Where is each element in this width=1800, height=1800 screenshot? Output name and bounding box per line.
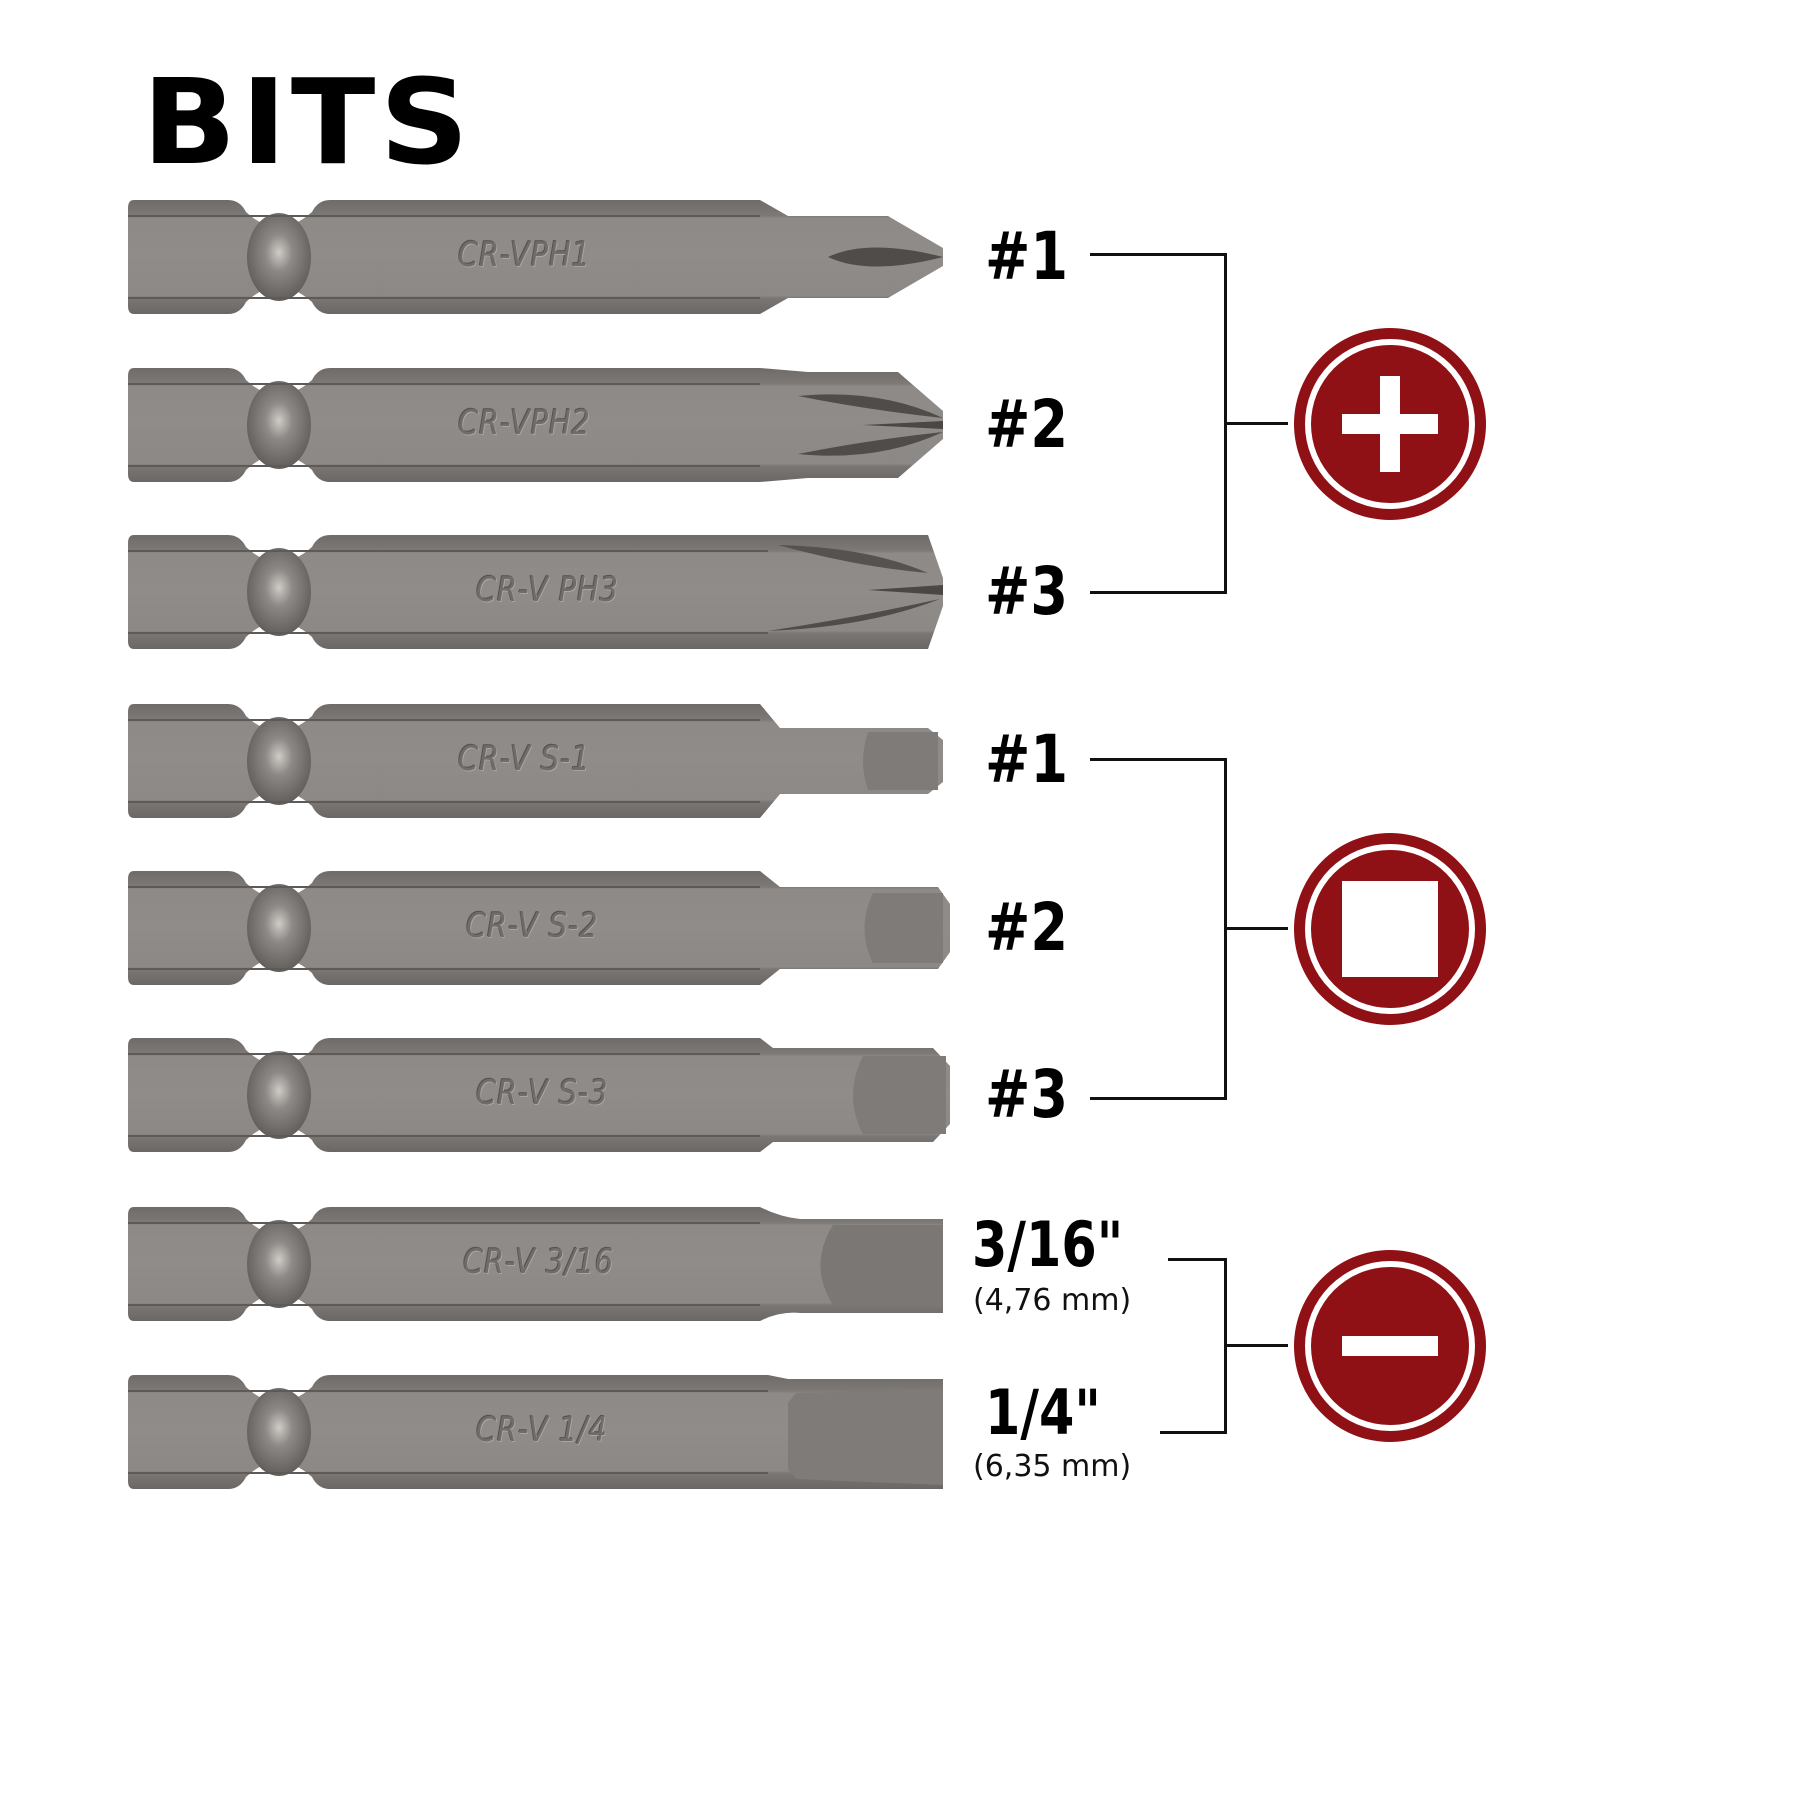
size-label-square-3: #3 (985, 1056, 1069, 1133)
square-bit-illustration (128, 704, 943, 818)
phillips-bit-illustration (128, 200, 943, 314)
bit-engraving: CR-V S-3 (476, 1073, 609, 1113)
bit-engraving: CR-V S-2 (466, 906, 599, 946)
bracket-line (1224, 422, 1288, 425)
slotted-bit-illustration (128, 1375, 943, 1489)
slotted-type-badge (1292, 1248, 1488, 1444)
size-label-square-2: #2 (985, 889, 1069, 966)
phillips-type-badge (1292, 326, 1488, 522)
bit-engraving: CR-V 1/4 (476, 1410, 608, 1450)
size-label-phillips-3: #3 (985, 553, 1069, 630)
bit-engraving: CR-VPH2 (458, 403, 591, 443)
bit-square-2: CR-V S-2 (128, 869, 958, 987)
size-label-phillips-1: #1 (985, 218, 1069, 295)
bracket-line (1090, 591, 1227, 594)
bit-square-1: CR-V S-1 (128, 702, 958, 820)
plus-icon (1294, 328, 1486, 520)
square-bit-illustration (128, 1038, 950, 1152)
minus-icon (1294, 1250, 1486, 1442)
phillips-bit-illustration (128, 535, 943, 649)
bit-phillips-2: CR-VPH2 (128, 366, 958, 484)
bit-slotted-1-4: CR-V 1/4 (128, 1373, 958, 1491)
bracket-line (1160, 1431, 1227, 1434)
bit-engraving: CR-V 3/16 (463, 1242, 615, 1282)
bit-engraving: CR-VPH1 (458, 235, 591, 275)
size-label-slotted-3-16: 3/16" (972, 1208, 1124, 1281)
phillips-bit-illustration (128, 368, 943, 482)
page-title: BITS (142, 53, 474, 191)
square-icon (1294, 833, 1486, 1025)
bit-square-3: CR-V S-3 (128, 1036, 958, 1154)
bracket-line (1168, 1258, 1227, 1261)
square-type-badge (1292, 831, 1488, 1027)
bit-phillips-3: CR-V PH3 (128, 533, 958, 651)
square-bit-illustration (128, 871, 950, 985)
metric-label-slotted-1-4: (6,35 mm) (973, 1449, 1132, 1484)
size-label-square-1: #1 (985, 721, 1069, 798)
bracket-line (1090, 758, 1227, 761)
bit-phillips-1: CR-VPH1 (128, 198, 958, 316)
size-label-slotted-1-4: 1/4" (985, 1376, 1101, 1449)
bracket-line (1224, 927, 1288, 930)
bracket-line (1090, 1097, 1227, 1100)
bit-engraving: CR-V S-1 (458, 739, 591, 779)
bracket-line (1090, 253, 1227, 256)
bracket-line (1224, 1344, 1288, 1347)
bit-engraving: CR-V PH3 (476, 570, 619, 610)
slotted-bit-illustration (128, 1207, 943, 1321)
size-label-phillips-2: #2 (985, 386, 1069, 463)
bit-slotted-3-16: CR-V 3/16 (128, 1205, 958, 1323)
metric-label-slotted-3-16: (4,76 mm) (973, 1283, 1132, 1318)
